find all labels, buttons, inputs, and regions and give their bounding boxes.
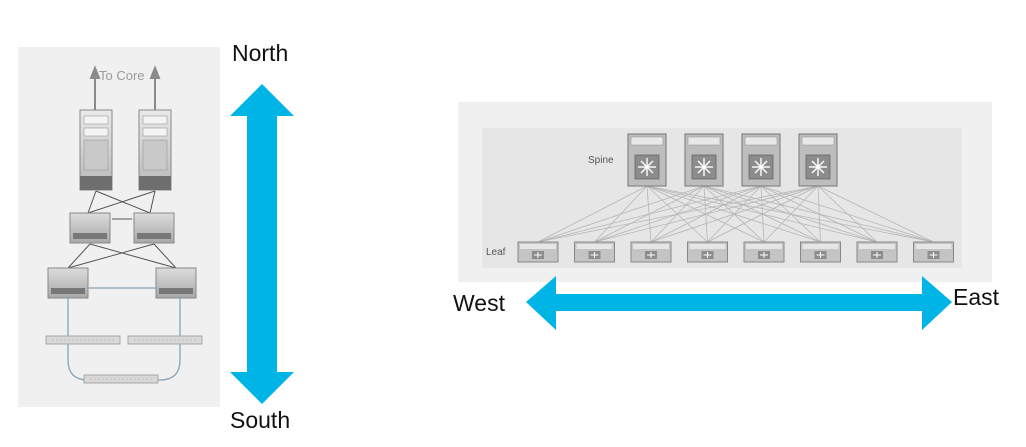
fabric-link bbox=[537, 185, 819, 243]
spine-switch bbox=[627, 133, 667, 187]
spine-switch bbox=[741, 133, 781, 187]
uplink-arrows bbox=[89, 65, 161, 110]
south-label: South bbox=[230, 407, 291, 433]
north-south-panel bbox=[18, 47, 220, 407]
fabric-link bbox=[537, 185, 762, 243]
aggregation-access-links bbox=[67, 243, 177, 269]
leaf-switch bbox=[856, 241, 898, 263]
fabric-link bbox=[817, 185, 878, 243]
east-label: East bbox=[953, 284, 1000, 310]
fabric-link bbox=[707, 185, 819, 243]
spine-label: Spine bbox=[588, 155, 614, 166]
access-switch bbox=[155, 267, 197, 299]
spine-switch bbox=[684, 133, 724, 187]
fabric-link bbox=[763, 185, 819, 243]
rack-server bbox=[45, 335, 121, 345]
leaf-switch bbox=[574, 241, 615, 263]
leaf-switch bbox=[517, 241, 559, 263]
leaf-switch bbox=[687, 241, 728, 263]
fabric-link bbox=[537, 185, 648, 243]
rack-server bbox=[83, 374, 159, 384]
leaf-label: Leaf bbox=[486, 247, 506, 258]
leaf-switches bbox=[517, 241, 954, 263]
fabric-link bbox=[594, 185, 819, 243]
core-chassis-switch bbox=[138, 109, 172, 191]
fabric-link bbox=[650, 185, 819, 243]
north-south-topology: To Core bbox=[45, 65, 203, 384]
core-chassis-switch bbox=[79, 109, 113, 191]
core-aggregation-links bbox=[87, 190, 156, 220]
leaf-switch bbox=[913, 241, 954, 263]
leaf-switch bbox=[800, 241, 841, 263]
rack-server bbox=[127, 335, 203, 345]
fabric-link bbox=[537, 185, 705, 243]
uplink-label: To Core bbox=[99, 68, 145, 83]
spine-switch bbox=[798, 133, 838, 187]
east-west-arrow bbox=[526, 276, 952, 330]
west-label: West bbox=[453, 290, 505, 316]
north-south-arrow bbox=[230, 84, 294, 404]
aggregation-switch bbox=[69, 212, 111, 244]
access-switch bbox=[47, 267, 89, 299]
spine-switches bbox=[627, 133, 838, 187]
leaf-switch bbox=[743, 241, 785, 263]
fabric-link bbox=[817, 185, 934, 243]
leaf-switch bbox=[630, 241, 672, 263]
aggregation-switch bbox=[133, 212, 175, 244]
fabric-link bbox=[817, 185, 821, 243]
north-label: North bbox=[232, 40, 289, 66]
fabric-links bbox=[537, 185, 934, 243]
